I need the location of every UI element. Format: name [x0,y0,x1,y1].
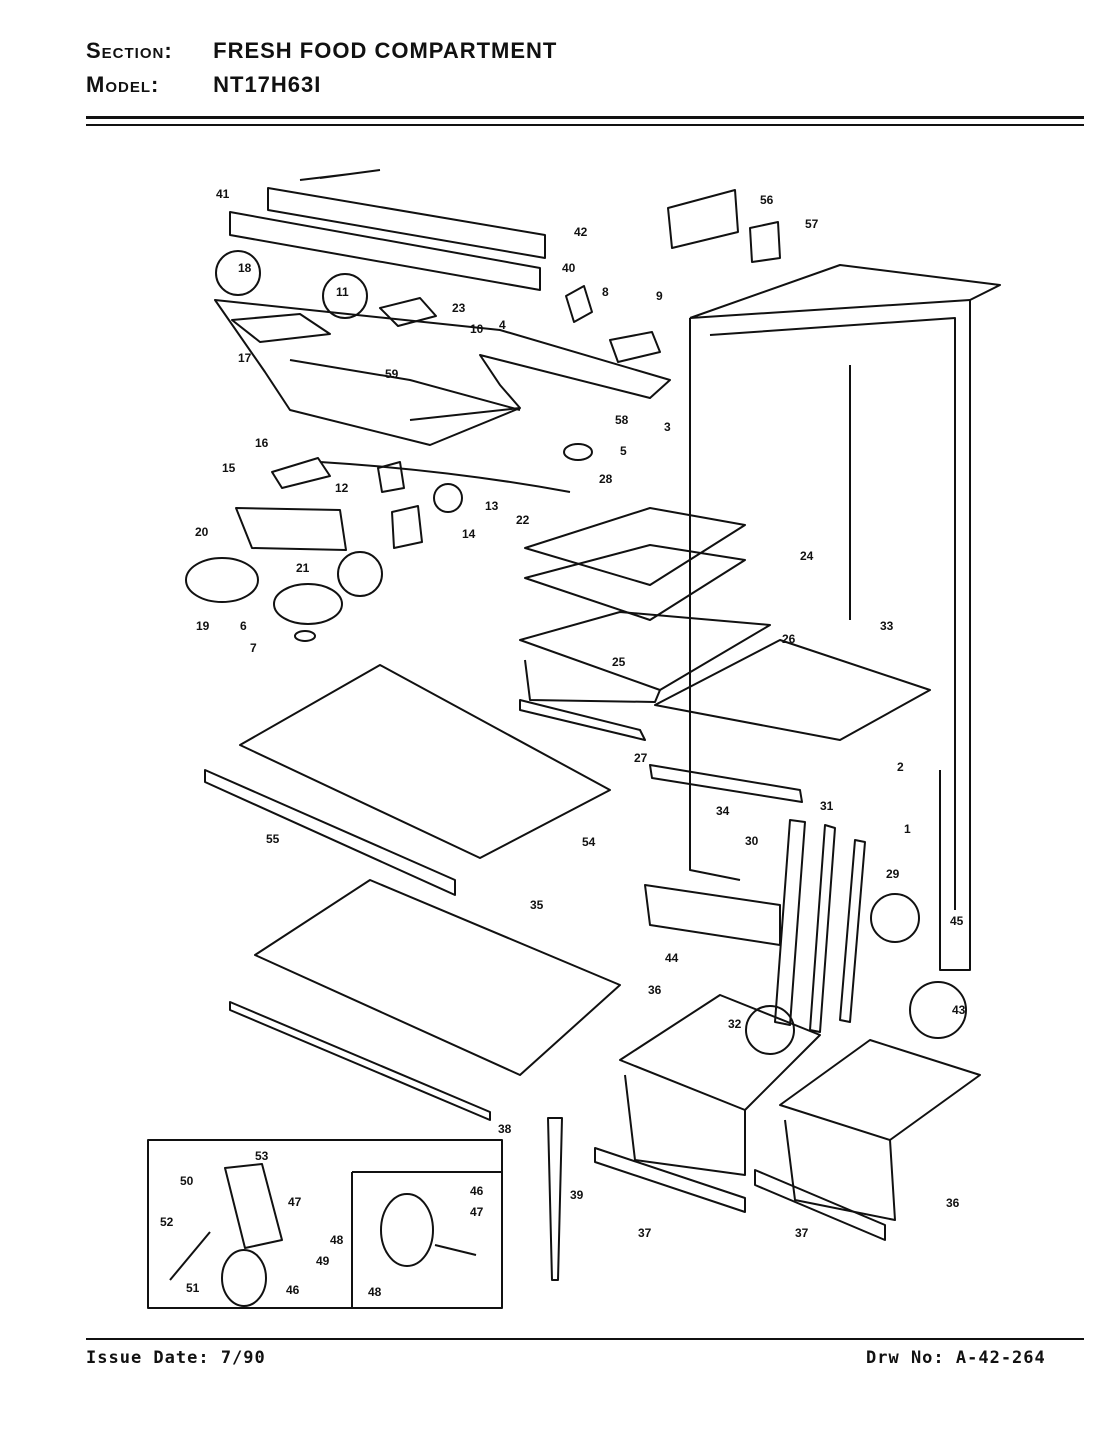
part-callout-20: 20 [195,525,209,539]
part-callout-30: 30 [745,834,759,848]
section-value: FRESH FOOD COMPARTMENT [213,38,558,63]
part-callout-45: 45 [950,914,964,928]
part-callout-13: 13 [485,499,499,513]
footer-rule [86,1338,1084,1340]
part-callout-46: 46 [286,1283,300,1297]
part-callout-38: 38 [498,1122,512,1136]
section-header: Section: FRESH FOOD COMPARTMENT [86,38,557,64]
part-callout-16: 16 [255,436,269,450]
section-label: Section: [86,38,173,63]
part-callout-4: 4 [499,318,506,332]
drawing-number: Drw No: A-42-264 [866,1348,1046,1368]
part-callout-47: 47 [470,1205,484,1219]
part-callout-43: 43 [952,1003,966,1017]
part-callout-25: 25 [612,655,626,669]
header-rule-top [86,116,1084,119]
part-callout-2: 2 [897,760,904,774]
part-callout-57: 57 [805,217,819,231]
part-callout-36: 36 [946,1196,960,1210]
part-callout-23: 23 [452,301,466,315]
part-callout-14: 14 [462,527,476,541]
part-callout-53: 53 [255,1149,269,1163]
part-callout-49: 49 [316,1254,330,1268]
part-callout-11: 11 [336,285,349,299]
part-callout-3: 3 [664,420,671,434]
part-callout-33: 33 [880,619,894,633]
part-callout-42: 42 [574,225,588,239]
part-callout-31: 31 [820,799,834,813]
part-callout-46: 46 [470,1184,484,1198]
part-callout-56: 56 [760,193,774,207]
part-callout-51: 51 [186,1281,200,1295]
part-callout-28: 28 [599,472,613,486]
part-callout-34: 34 [716,804,730,818]
part-callout-29: 29 [886,867,900,881]
model-label: Model: [86,72,160,97]
part-callout-59: 59 [385,367,399,381]
part-callout-40: 40 [562,261,576,275]
part-callout-15: 15 [222,461,236,475]
part-callout-47: 47 [288,1195,302,1209]
parts-drawing [147,169,1001,1309]
part-callout-55: 55 [266,832,280,846]
header-rule-bottom [86,124,1084,126]
part-callout-12: 12 [335,481,349,495]
part-callout-27: 27 [634,751,648,765]
part-callout-37: 37 [795,1226,809,1240]
part-callout-35: 35 [530,898,544,912]
part-callout-10: 10 [470,322,484,336]
part-callout-8: 8 [602,285,609,299]
part-callout-9: 9 [656,289,663,303]
model-value: NT17H63I [213,72,322,97]
part-callout-52: 52 [160,1215,174,1229]
part-callout-37: 37 [638,1226,652,1240]
part-callout-41: 41 [216,187,230,201]
part-callout-6: 6 [240,619,247,633]
part-callout-7: 7 [250,641,257,655]
part-callout-5: 5 [620,444,627,458]
part-callout-32: 32 [728,1017,742,1031]
part-callout-50: 50 [180,1174,194,1188]
part-callout-22: 22 [516,513,530,527]
part-callout-26: 26 [782,632,796,646]
part-callout-24: 24 [800,549,814,563]
part-callout-48: 48 [368,1285,382,1299]
part-callout-58: 58 [615,413,629,427]
part-callout-17: 17 [238,351,252,365]
part-callout-19: 19 [196,619,210,633]
part-callout-21: 21 [296,561,310,575]
part-callout-44: 44 [665,951,679,965]
part-callout-1: 1 [904,822,911,836]
part-callout-54: 54 [582,835,596,849]
model-header: Model: NT17H63I [86,72,321,98]
issue-date: Issue Date: 7/90 [86,1348,266,1368]
part-callout-48: 48 [330,1233,344,1247]
part-callout-36: 36 [648,983,662,997]
part-callout-18: 18 [238,261,252,275]
part-callout-39: 39 [570,1188,584,1202]
